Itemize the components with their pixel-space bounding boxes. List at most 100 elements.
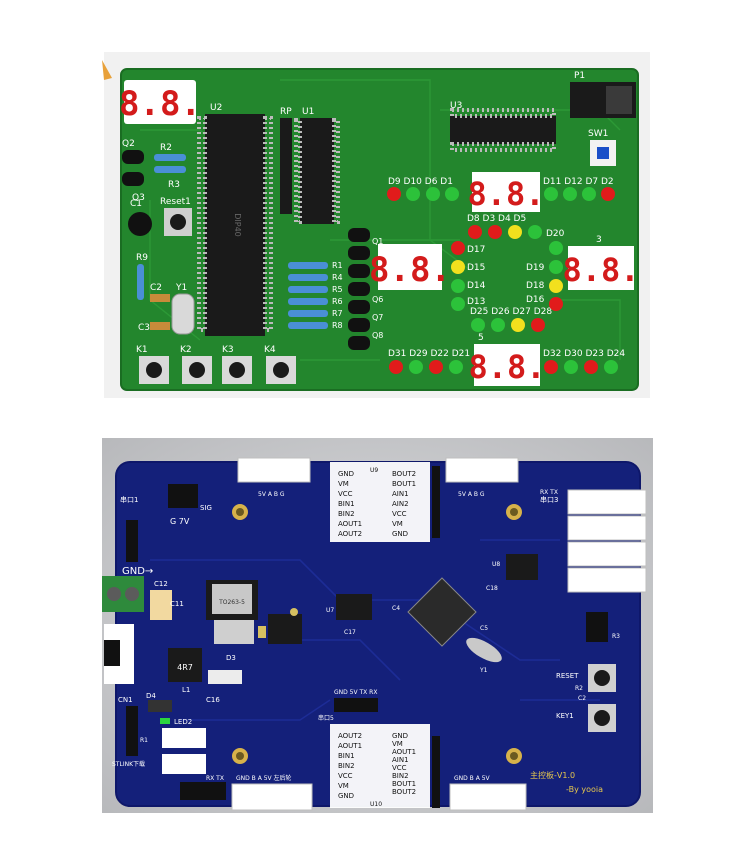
drv-bot-l2: BIN1 xyxy=(338,752,355,760)
label-r5: R5 xyxy=(332,285,343,294)
uart15-label: GND 5V TX RX xyxy=(334,689,377,696)
drv-top-l1: VM xyxy=(338,480,349,488)
label-k3: K3 xyxy=(222,345,234,355)
label-r2-bottom: R2 xyxy=(575,685,583,692)
uart3-label: 串口3 xyxy=(540,496,558,504)
label-r8: R8 xyxy=(332,321,343,330)
reset-label: RESET xyxy=(556,672,579,680)
driver-box-bottom: AOUT2 AOUT1 BIN1 BIN2 VCC VM GND GND VM … xyxy=(330,724,440,808)
label-q8: Q8 xyxy=(372,331,383,340)
label-r7: R7 xyxy=(332,309,343,318)
label-k1: K1 xyxy=(136,345,148,355)
led-row1-left: D9 D10 D6 D1 xyxy=(388,177,453,187)
sig-label: SIG xyxy=(200,504,212,512)
label-r1-bottom: R1 xyxy=(140,737,148,744)
led-bottom-left: D31 D29 D22 D21 xyxy=(388,349,470,359)
label-c4: C4 xyxy=(392,605,400,612)
conn-top-right-label: 5V A B G xyxy=(458,491,485,498)
chip-u2: DIP40 U2 xyxy=(197,103,273,336)
led-left-d15: D15 xyxy=(467,263,485,273)
label-u8: U8 xyxy=(492,561,500,568)
drv-bot-l3: BIN2 xyxy=(338,762,355,770)
label-c3: C3 xyxy=(138,323,150,333)
white-connectors xyxy=(231,457,647,811)
label-u9: U9 xyxy=(370,467,378,474)
led-right-d16: D16 xyxy=(526,295,545,305)
label-reset1: Reset1 xyxy=(160,197,191,207)
led-row3: D25 D26 D27 D28 xyxy=(470,307,552,317)
label-u3: U3 xyxy=(450,101,462,111)
buttons-k: K1 K2 K3 K4 xyxy=(136,345,296,384)
sw1-button xyxy=(597,147,609,159)
label-r9: R9 xyxy=(136,253,148,263)
label-c2: C2 xyxy=(150,283,162,293)
led-right-d20: D20 xyxy=(546,229,565,239)
drv-bot-l0: AOUT2 xyxy=(338,732,362,740)
transistor-column xyxy=(348,228,370,350)
bottom-panel: 5V A B G 5V A B G GND B A 5V GND B A 5V … xyxy=(102,438,653,813)
label-u2: U2 xyxy=(210,103,222,113)
label-sw1: SW1 xyxy=(588,129,608,139)
resistor-bank: R1 R4 R5 R6 R7 R8 xyxy=(288,261,343,330)
label-num3: 3 xyxy=(596,235,602,245)
label-l1: L1 xyxy=(182,686,190,694)
led-left-d13: D13 xyxy=(467,297,485,307)
drv-bot-r6: BOUT1 xyxy=(392,780,416,788)
label-q2: Q2 xyxy=(122,139,135,149)
rp-body xyxy=(280,118,292,214)
label-d4: D4 xyxy=(146,692,156,700)
drv-top-l2: VCC xyxy=(338,490,353,498)
resistors-r2-r3: R2 R3 xyxy=(154,143,186,190)
seven-seg-4: 8.8. xyxy=(468,348,545,386)
top-panel: 8.8. DIP40 U2 RP U1 U3 xyxy=(102,52,650,398)
drv-bot-r7: BOUT2 xyxy=(392,788,416,796)
drv-bot-l5: VM xyxy=(338,782,349,790)
label-y1-bottom: Y1 xyxy=(479,667,488,674)
power-area: C12 C11 TO263-5 4R7 L1 D3 C16 xyxy=(150,580,302,704)
seven-seg-top-left: 8.8. xyxy=(119,80,201,124)
drv-top-r2: AIN1 xyxy=(392,490,409,498)
top-corner-fragment xyxy=(102,60,112,80)
drv-bot-r2: AOUT1 xyxy=(392,748,416,756)
drv-bot-l4: VCC xyxy=(338,772,353,780)
drv-top-r3: AIN2 xyxy=(392,500,409,508)
label-led2: LED2 xyxy=(174,718,192,726)
label-u1: U1 xyxy=(302,107,314,117)
drv-bot-r0: GND xyxy=(392,732,408,740)
label-c17: C17 xyxy=(344,629,356,636)
led-right-d18: D18 xyxy=(526,281,545,291)
label-k4: K4 xyxy=(264,345,276,355)
stlink-label: STLINK下载 xyxy=(112,760,145,768)
drv-top-l0: GND xyxy=(338,470,354,478)
driver-box-top: GND VM VCC BIN1 BIN2 AOUT1 AOUT2 BOUT2 B… xyxy=(330,462,440,542)
uart4-label: RX TX xyxy=(206,775,224,782)
drv-top-r0: BOUT2 xyxy=(392,470,416,478)
label-c1: C1 xyxy=(130,199,142,209)
drv-bot-r5: BIN2 xyxy=(392,772,409,780)
chip-rp-u1: RP U1 xyxy=(280,107,340,224)
version-label: 主控板-V1.0 xyxy=(530,770,575,780)
seven-seg-displays: 8.8. 8.8. 8.8. 8.8. xyxy=(369,172,640,386)
label-rp: RP xyxy=(280,107,292,117)
label-c18: C18 xyxy=(486,585,498,592)
drv-bot-l1: AOUT1 xyxy=(338,742,362,750)
label-y1: Y1 xyxy=(175,283,187,293)
label-r3: R3 xyxy=(168,180,180,190)
label-u7: U7 xyxy=(326,607,334,614)
blue-traces xyxy=(150,539,600,721)
to263-label: TO263-5 xyxy=(218,599,245,606)
drv-top-l3: BIN1 xyxy=(338,500,355,508)
gnd-arrow: GND→ xyxy=(122,566,153,577)
inductor-label: 4R7 xyxy=(177,663,193,672)
led-left-d17: D17 xyxy=(467,245,485,255)
key1-label: KEY1 xyxy=(556,712,574,720)
seven-seg-frame xyxy=(124,80,196,124)
chip-u2-body xyxy=(205,114,265,336)
label-num5: 5 xyxy=(478,333,484,343)
led-dots xyxy=(387,187,618,374)
label-r1: R1 xyxy=(332,261,343,270)
drv-top-l4: BIN2 xyxy=(338,510,355,518)
label-d3: D3 xyxy=(226,654,236,662)
led-row1-right: D11 D12 D7 D2 xyxy=(543,177,614,187)
crystal-area: C2 C3 Y1 xyxy=(138,283,195,335)
